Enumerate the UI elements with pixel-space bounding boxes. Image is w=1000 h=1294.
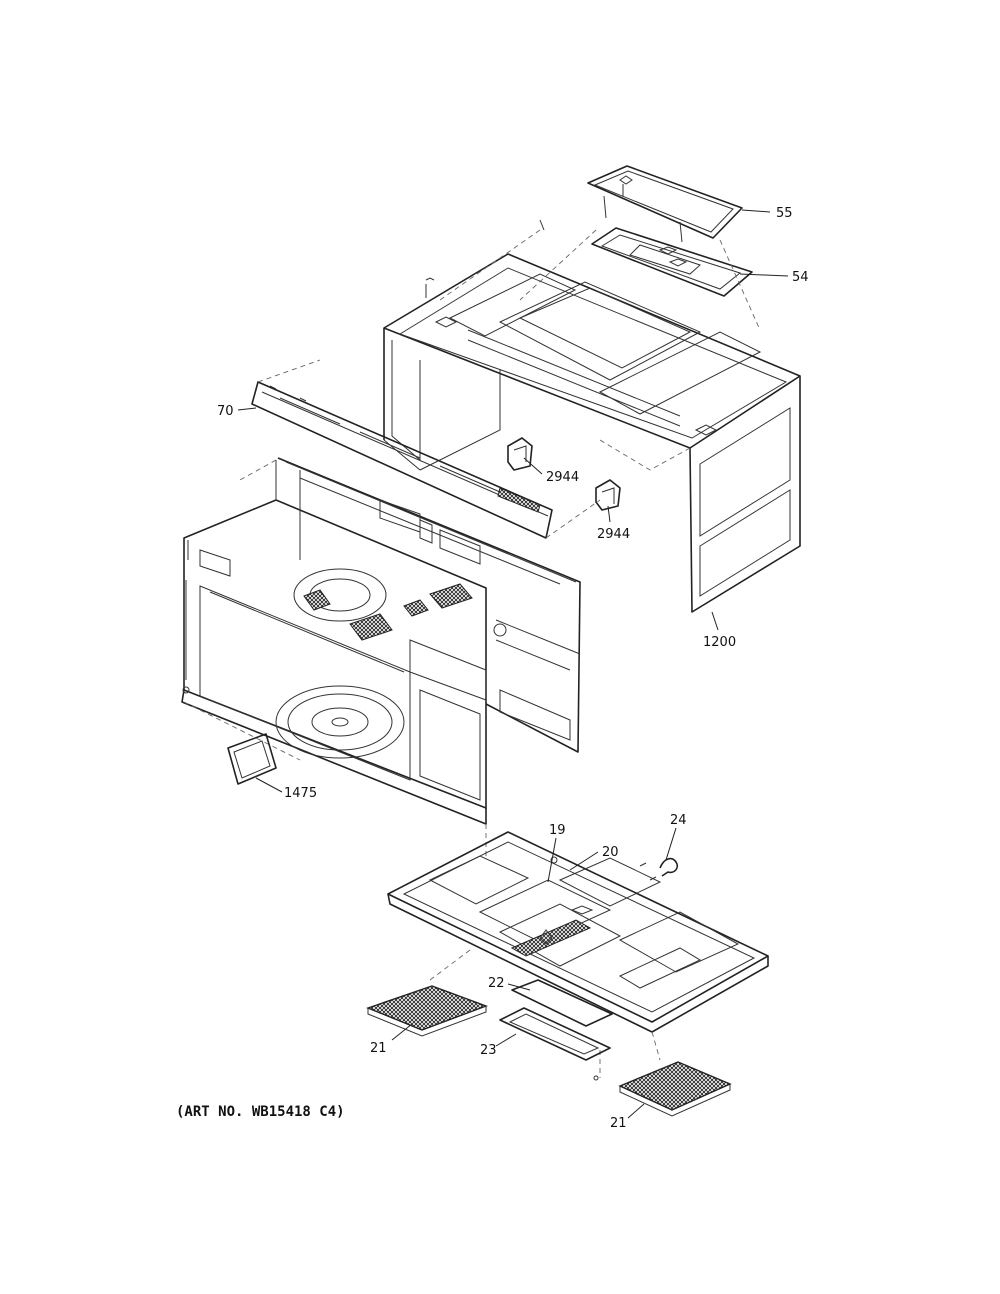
callout-20: 20 bbox=[602, 845, 619, 860]
callout-19: 19 bbox=[549, 823, 566, 838]
frame-54-drawing bbox=[519, 227, 761, 331]
part-19-drawing bbox=[539, 929, 553, 945]
callout-23: 23 bbox=[480, 1043, 497, 1058]
callout-21-a: 21 bbox=[370, 1041, 387, 1056]
lid-55-drawing bbox=[587, 165, 743, 243]
art-number-caption: (ART NO. WB15418 C4) bbox=[176, 1104, 345, 1120]
cover-1475-drawing bbox=[227, 733, 277, 785]
leader-lines bbox=[237, 209, 789, 1119]
filter-21-a-drawing bbox=[366, 985, 489, 1037]
base-plate-20-drawing bbox=[387, 831, 769, 1078]
latch-2944-a-drawing bbox=[507, 437, 533, 471]
callout-1475: 1475 bbox=[284, 786, 317, 801]
callout-55: 55 bbox=[776, 206, 793, 221]
callout-2944-b: 2944 bbox=[597, 527, 630, 542]
callout-24: 24 bbox=[670, 813, 687, 828]
cover-22-drawing bbox=[511, 979, 613, 1027]
callout-22: 22 bbox=[488, 976, 505, 991]
cavity-assembly-drawing bbox=[181, 457, 581, 860]
callout-2944-a: 2944 bbox=[546, 470, 579, 485]
latch-2944-b-drawing bbox=[595, 479, 621, 511]
callout-1200: 1200 bbox=[703, 635, 736, 650]
callout-21-b: 21 bbox=[610, 1116, 627, 1131]
panel-70-drawing bbox=[251, 359, 601, 539]
outer-case-1200-drawing bbox=[383, 219, 801, 613]
filter-21-b-drawing bbox=[618, 1061, 732, 1117]
frame-23-drawing bbox=[499, 1007, 611, 1081]
clip-24-drawing bbox=[659, 857, 679, 877]
callout-70: 70 bbox=[217, 404, 234, 419]
callout-54: 54 bbox=[792, 270, 809, 285]
